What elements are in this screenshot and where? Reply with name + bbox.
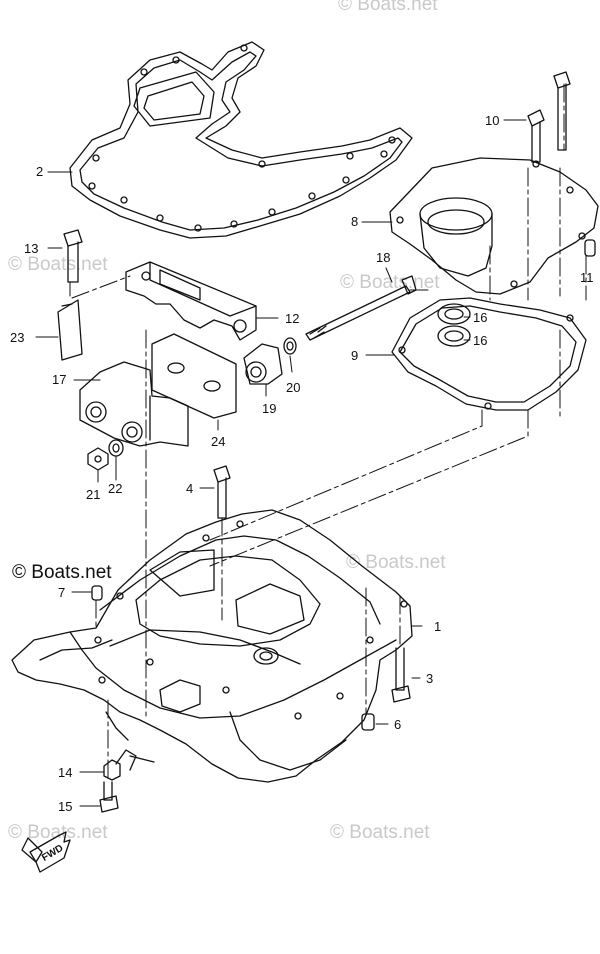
watermark-bottom-right: © Boats.net xyxy=(330,822,430,843)
seal-part-16-lower xyxy=(437,325,471,347)
gasket-part-9 xyxy=(391,297,587,411)
callout-19: 18 xyxy=(376,250,390,265)
callout-8: 8 xyxy=(351,214,358,229)
seal-part-16-upper xyxy=(437,303,471,325)
bolt-part-15 xyxy=(99,781,119,813)
watermark-center-right: © Boats.net xyxy=(346,552,446,573)
dowel-part-11 xyxy=(584,239,596,257)
rod-part-19 xyxy=(305,275,417,341)
callout-20: 20 xyxy=(286,380,300,395)
callout-2: 2 xyxy=(36,164,43,179)
callout-7: 7 xyxy=(58,585,65,600)
callout-17: 17 xyxy=(52,372,66,387)
callout-16-upper: 16 xyxy=(473,310,487,325)
bracket-part-17 xyxy=(79,361,189,447)
callout-22: 22 xyxy=(108,481,122,496)
long-bolt-top-right xyxy=(553,71,571,151)
callout-24: 24 xyxy=(211,434,225,449)
callout-10: 10 xyxy=(485,113,499,128)
watermark-strong: © Boats.net xyxy=(12,562,112,583)
nut-part-21 xyxy=(87,447,109,471)
leader-lines xyxy=(35,119,587,807)
bolt-part-13 xyxy=(63,229,83,283)
callout-1: 1 xyxy=(434,619,441,634)
cover-part-8 xyxy=(389,157,599,295)
callout-15: 15 xyxy=(58,799,72,814)
callout-6: 6 xyxy=(394,717,401,732)
callout-12: 12 xyxy=(285,311,299,326)
assembly-lines xyxy=(69,83,587,783)
clip-part-23 xyxy=(57,299,83,361)
callout-11: 11 xyxy=(580,270,594,285)
bushing-part-18 xyxy=(243,343,283,385)
callout-16-lower: 16 xyxy=(473,333,487,348)
bolt-part-4 xyxy=(213,465,231,519)
washer-part-20 xyxy=(283,337,297,355)
fwd-arrow-icon xyxy=(21,831,71,873)
callout-23: 23 xyxy=(10,330,24,345)
washer-part-22 xyxy=(108,439,124,457)
oil-pan-part-1 xyxy=(11,509,413,783)
fwd-label: FWD xyxy=(40,843,65,864)
bolt-part-10 xyxy=(527,109,545,163)
bolt-part-3 xyxy=(391,647,411,703)
callout-3: 3 xyxy=(426,671,433,686)
watermark-top: © Boats.net xyxy=(338,0,438,15)
dowel-part-7 xyxy=(91,585,103,601)
dowel-part-6 xyxy=(361,713,375,731)
gasket-part-2 xyxy=(69,41,413,239)
plate-part-24 xyxy=(151,333,237,419)
watermark-bottom-left: © Boats.net xyxy=(8,822,108,843)
watermark-mid-right: © Boats.net xyxy=(340,272,440,293)
callout-14: 14 xyxy=(58,765,72,780)
part-14-fitting xyxy=(103,749,155,781)
callout-4: 4 xyxy=(186,481,193,496)
callout-21: 21 xyxy=(86,487,100,502)
callout-18: 19 xyxy=(262,401,276,416)
bracket-part-12 xyxy=(125,261,257,341)
watermark-left-upper: © Boats.net xyxy=(8,254,108,275)
callout-9: 9 xyxy=(351,348,358,363)
callout-13: 13 xyxy=(24,241,38,256)
